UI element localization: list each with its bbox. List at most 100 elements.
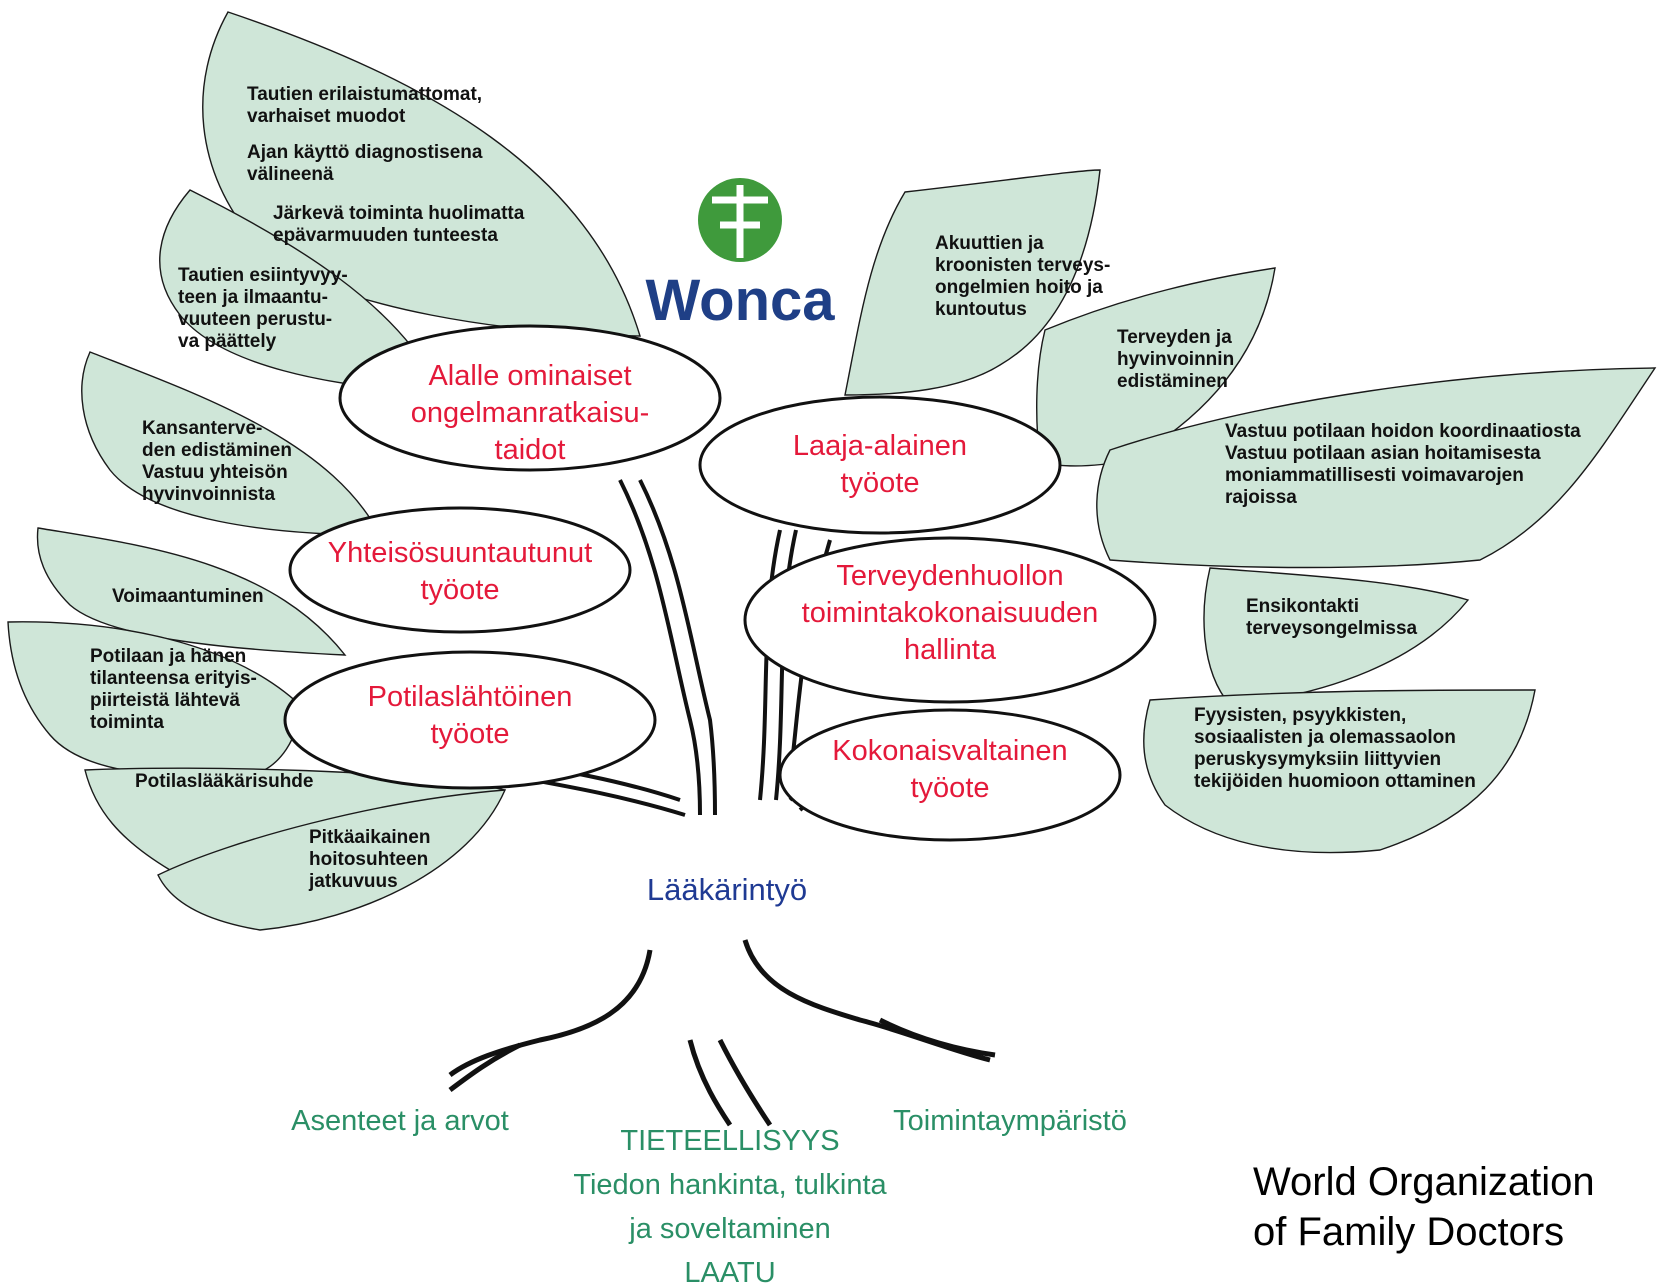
leaf-text: Tautien esiintyvyy-teen ja ilmaantu-vuut…: [178, 265, 348, 352]
core-label-line: hallinta: [904, 634, 997, 666]
leaf-shape: [157, 789, 507, 931]
core-label-line: työote: [841, 467, 920, 499]
leaf-text-line: kroonisten terveys-: [935, 255, 1110, 276]
leaf-shape: [844, 169, 1101, 396]
leaf-text-line: sosiaalisten ja olemassaolon: [1194, 727, 1456, 748]
leaf-text-line: Voimaantuminen: [112, 586, 264, 607]
leaf-text-line: Ensikontakti: [1246, 596, 1359, 617]
core-ellipse: [698, 395, 1062, 535]
leaf-text-line: Ajan käyttö diagnostisena: [247, 142, 483, 163]
root-label-right: Toimintaympäristö: [893, 1105, 1127, 1137]
root-label-center-line: ja soveltaminen: [628, 1213, 831, 1245]
leaf-text-line: toiminta: [90, 712, 164, 733]
leaf-text-line: Järkevä toiminta huolimatta: [273, 203, 525, 224]
leaf-text: Voimaantuminen: [112, 586, 264, 607]
core-label-line: Kokonaisvaltainen: [832, 735, 1067, 767]
trunk-line: [638, 479, 717, 816]
core-ellipse: [743, 536, 1157, 704]
leaf-text-line: Kansanterve-: [142, 418, 262, 439]
leaf-text-line: moniammatillisesti voimavarojen: [1225, 465, 1524, 486]
leaf-text-line: piirteistä lähtevä: [90, 690, 240, 711]
leaf-text-line: epävarmuuden tunteesta: [273, 225, 498, 246]
root-label-center-line: Tiedon hankinta, tulkinta: [573, 1169, 887, 1201]
leaf-text-line: Potilaan ja hänen: [90, 646, 246, 667]
leaf-text-line: Akuuttien ja: [935, 233, 1044, 254]
wonca-logo: Wonca: [645, 178, 835, 333]
logo-wordmark: Wonca: [645, 268, 835, 333]
leaf-text-line: Potilaslääkärisuhde: [135, 771, 313, 792]
leaf-text-line: varhaiset muodot: [247, 106, 406, 127]
core-label-line: työote: [421, 574, 500, 606]
core-label-line: Potilaslähtöinen: [368, 681, 573, 713]
leaf-text-line: peruskysymyksiin liittyvien: [1194, 749, 1441, 770]
leaf-text-line: den edistäminen: [142, 440, 292, 461]
core-label-line: ongelmanratkaisu-: [411, 397, 650, 429]
leaf-text: Potilaslääkärisuhde: [135, 771, 313, 792]
globe-lines-icon: [712, 185, 768, 258]
core-ellipse: [288, 506, 632, 634]
core-label-line: Alalle ominaiset: [428, 360, 631, 392]
leaf-shape: [1096, 367, 1657, 569]
leaf-text-line: teen ja ilmaantu-: [178, 287, 328, 308]
core-label-line: toimintakokonaisuuden: [802, 597, 1099, 629]
trunk-line: [618, 479, 702, 816]
root-line: [448, 1042, 522, 1093]
leaf-shape: [36, 527, 347, 656]
core-label-line: taidot: [495, 434, 566, 466]
core-label-line: työote: [431, 718, 510, 750]
root-line: [717, 1038, 773, 1127]
leaf-text-line: jatkuvuus: [308, 871, 398, 892]
leaf-text-line: rajoissa: [1225, 487, 1297, 508]
leaf-text-line: välineenä: [247, 164, 334, 185]
core-label-line: työote: [911, 772, 990, 804]
leaf-text-line: Tautien erilaistumattomat,: [247, 84, 482, 105]
leaf-text-line: Terveyden ja: [1117, 327, 1232, 348]
core-competences: Alalle ominaiset ongelmanratkaisu-taidot L…: [283, 324, 1157, 842]
leaf-text-line: edistäminen: [1117, 371, 1228, 392]
trunk-line: [758, 529, 782, 801]
root-line: [448, 949, 653, 1078]
core-label: Yhteisösuuntautunut työote: [328, 537, 592, 606]
root-line: [742, 939, 991, 1063]
root-line: [687, 1039, 733, 1127]
leaf-text-line: kuntoutus: [935, 299, 1027, 320]
leaf-text-line: Vastuu yhteisön: [142, 462, 288, 483]
core-ellipse: [283, 650, 657, 790]
core-label: Potilaslähtöinen työote: [368, 681, 573, 750]
core-label-line: Terveydenhuollon: [836, 560, 1063, 592]
core-ellipse: [338, 324, 722, 472]
org-name-line: World Organization: [1253, 1160, 1595, 1204]
leaf-shape: [1203, 567, 1470, 706]
core-label-line: Yhteisösuuntautunut: [328, 537, 592, 569]
root-label-center-line: TIETEELLISYYS: [620, 1125, 839, 1157]
leaf-text-line: Vastuu potilaan hoidon koordinaatiosta: [1225, 421, 1581, 442]
tree-roots: [448, 939, 996, 1127]
leaf-text: Fyysisten, psyykkisten,sosiaalisten ja o…: [1194, 705, 1476, 792]
root-label-center: TIETEELLISYYS Tiedon hankinta, tulkinta ja…: [573, 1125, 887, 1283]
leaves-layer: Tautien erilaistumattomat,varhaiset muod…: [7, 11, 1657, 931]
leaf-text-line: terveysongelmissa: [1246, 618, 1418, 639]
leaf-text-line: vuuteen perustu-: [178, 309, 332, 330]
org-name-line: of Family Doctors: [1253, 1210, 1564, 1254]
leaf-text-line: hyvinvoinnista: [142, 484, 275, 505]
leaf-text-line: tekijöiden huomioon ottaminen: [1194, 771, 1476, 792]
center-label: Lääkärintyö: [647, 872, 807, 907]
root-label-center-line: LAATU: [684, 1257, 775, 1283]
leaf-shape: [159, 189, 442, 393]
leaf-text-line: Pitkäaikainen: [309, 827, 430, 848]
root-label-left: Asenteet ja arvot: [291, 1105, 509, 1137]
leaf-text: Tautien erilaistumattomat,varhaiset muod…: [247, 84, 482, 127]
leaf-text-line: Vastuu potilaan asian hoitamisesta: [1225, 443, 1541, 464]
